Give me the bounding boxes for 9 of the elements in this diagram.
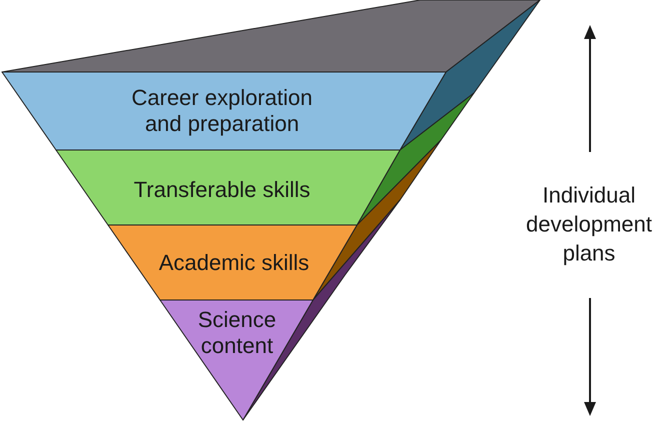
side-label: Individual development plans [525,182,653,268]
pyramid-band [108,225,357,300]
band-label: Transferable skills [134,177,310,203]
band-label: Career exploration and preparation [130,85,314,137]
pyramid-band [56,150,400,225]
pyramid-tip-band [160,300,313,420]
pyramid-band [2,72,446,150]
band-label: Science content [196,307,278,359]
band-label: Academic skills [158,250,310,276]
